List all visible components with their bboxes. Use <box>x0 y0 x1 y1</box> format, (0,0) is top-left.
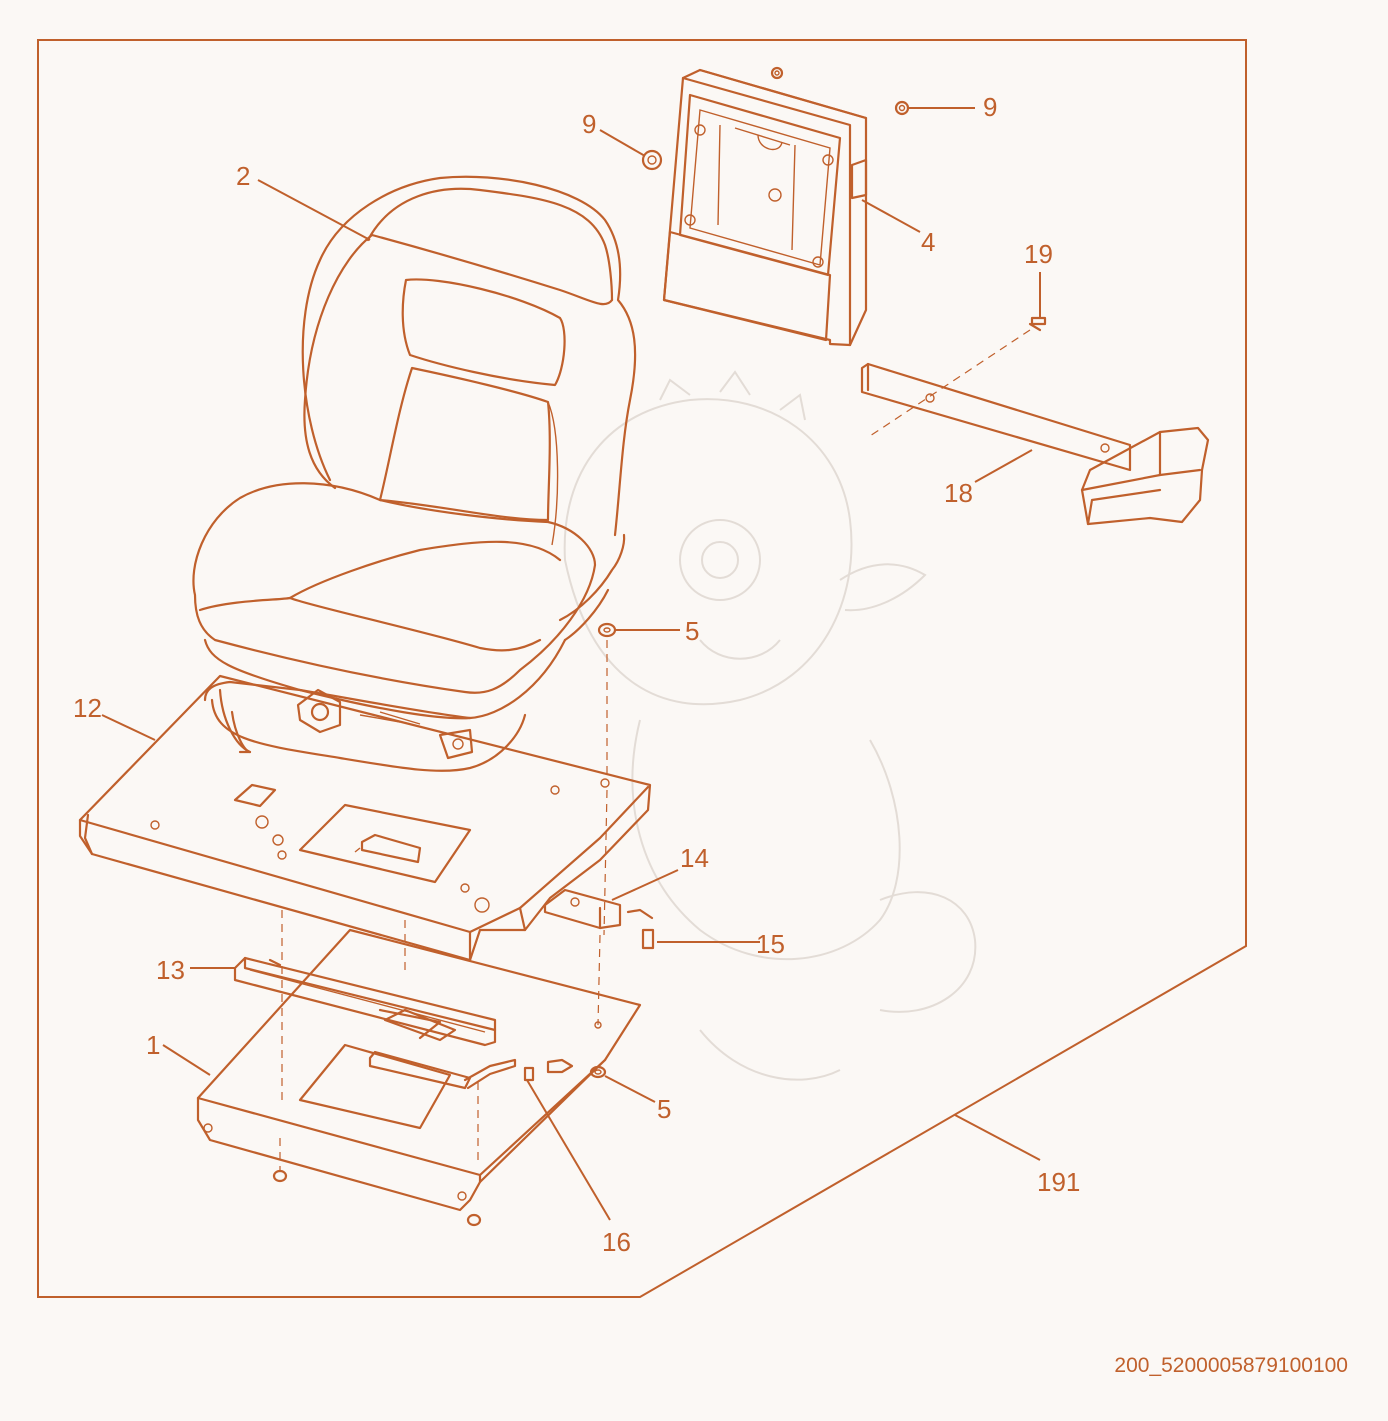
callout-5-lower: 5 <box>657 1094 671 1124</box>
washer-left <box>641 149 663 171</box>
callout-18: 18 <box>944 478 973 508</box>
fastener-right <box>894 100 910 116</box>
callout-15: 15 <box>756 929 785 959</box>
slide-rail <box>233 956 497 1047</box>
nut-lower-left <box>272 1169 288 1183</box>
callout-19: 19 <box>1024 239 1053 269</box>
callout-13: 13 <box>156 955 185 985</box>
callout-labels: 2 9 9 4 19 18 5 12 14 15 13 1 5 191 16 <box>73 92 1080 1257</box>
assembly-boundary <box>37 39 1247 1298</box>
armrest <box>860 362 1210 526</box>
watermark-illustration <box>563 370 977 1081</box>
callout-14: 14 <box>680 843 709 873</box>
nut-lower-right <box>466 1213 482 1227</box>
drawing-code: 200_5200005879100100 <box>1114 1354 1348 1377</box>
callout-16: 16 <box>602 1227 631 1257</box>
callout-9-left: 9 <box>582 109 596 139</box>
bracket-14 <box>543 888 622 930</box>
adjustment-lever <box>368 1050 574 1090</box>
callout-191: 191 <box>1037 1167 1080 1197</box>
assembly-axes <box>279 640 608 1170</box>
bolt-15 <box>626 908 655 950</box>
axis-line-screw <box>869 329 1031 437</box>
callout-5-upper: 5 <box>685 616 699 646</box>
callout-12: 12 <box>73 693 102 723</box>
backrest-panel <box>662 68 868 347</box>
nut-5-lower <box>589 1065 607 1079</box>
operator-seat <box>192 175 637 772</box>
fastener-top <box>770 66 784 80</box>
callout-9-right: 9 <box>983 92 997 122</box>
washer-5-upper <box>597 622 617 638</box>
lower-seat-plate <box>196 928 642 1212</box>
callout-4: 4 <box>921 227 935 257</box>
screw-19 <box>1028 316 1047 332</box>
upper-mounting-plate <box>78 674 652 962</box>
leader-lines <box>101 107 1041 1221</box>
callout-2: 2 <box>236 161 250 191</box>
callout-1: 1 <box>146 1030 160 1060</box>
